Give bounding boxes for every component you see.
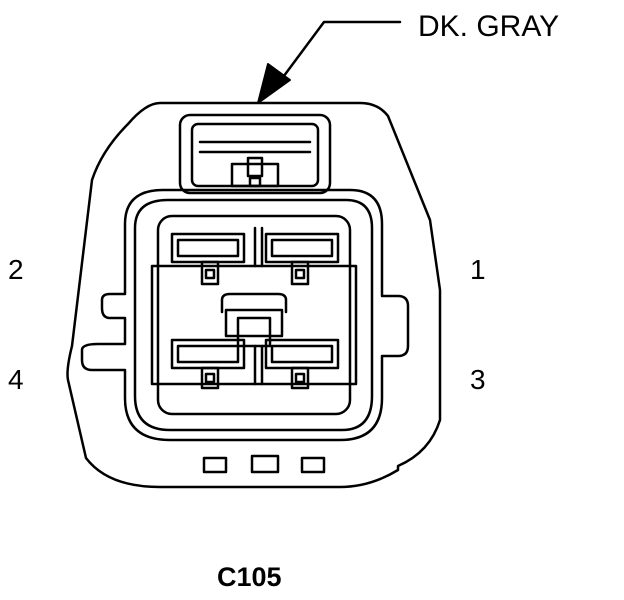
- pin-label-4: 4: [8, 364, 24, 395]
- leader-arrow: [257, 20, 402, 104]
- connector-id: C105: [217, 562, 282, 592]
- pin-label-3: 3: [470, 364, 486, 395]
- pin-label-2: 2: [8, 254, 24, 285]
- locking-latch: [178, 113, 332, 195]
- polarizing-key: [220, 292, 288, 348]
- terminal-cavity-3: [264, 338, 340, 390]
- terminal-cavity-block: [150, 214, 358, 416]
- terminal-cavity-2: [170, 232, 246, 286]
- terminal-cavity-1: [264, 232, 340, 286]
- housing-bottom-slots: [202, 454, 326, 474]
- connector-housing-outer: [66, 101, 442, 489]
- terminal-cavity-4: [170, 338, 246, 390]
- wire-color-label: DK. GRAY: [418, 10, 560, 43]
- connector-body-rim: [133, 198, 374, 432]
- pin-label-1: 1: [470, 254, 486, 285]
- connector-body-inner: [80, 188, 410, 442]
